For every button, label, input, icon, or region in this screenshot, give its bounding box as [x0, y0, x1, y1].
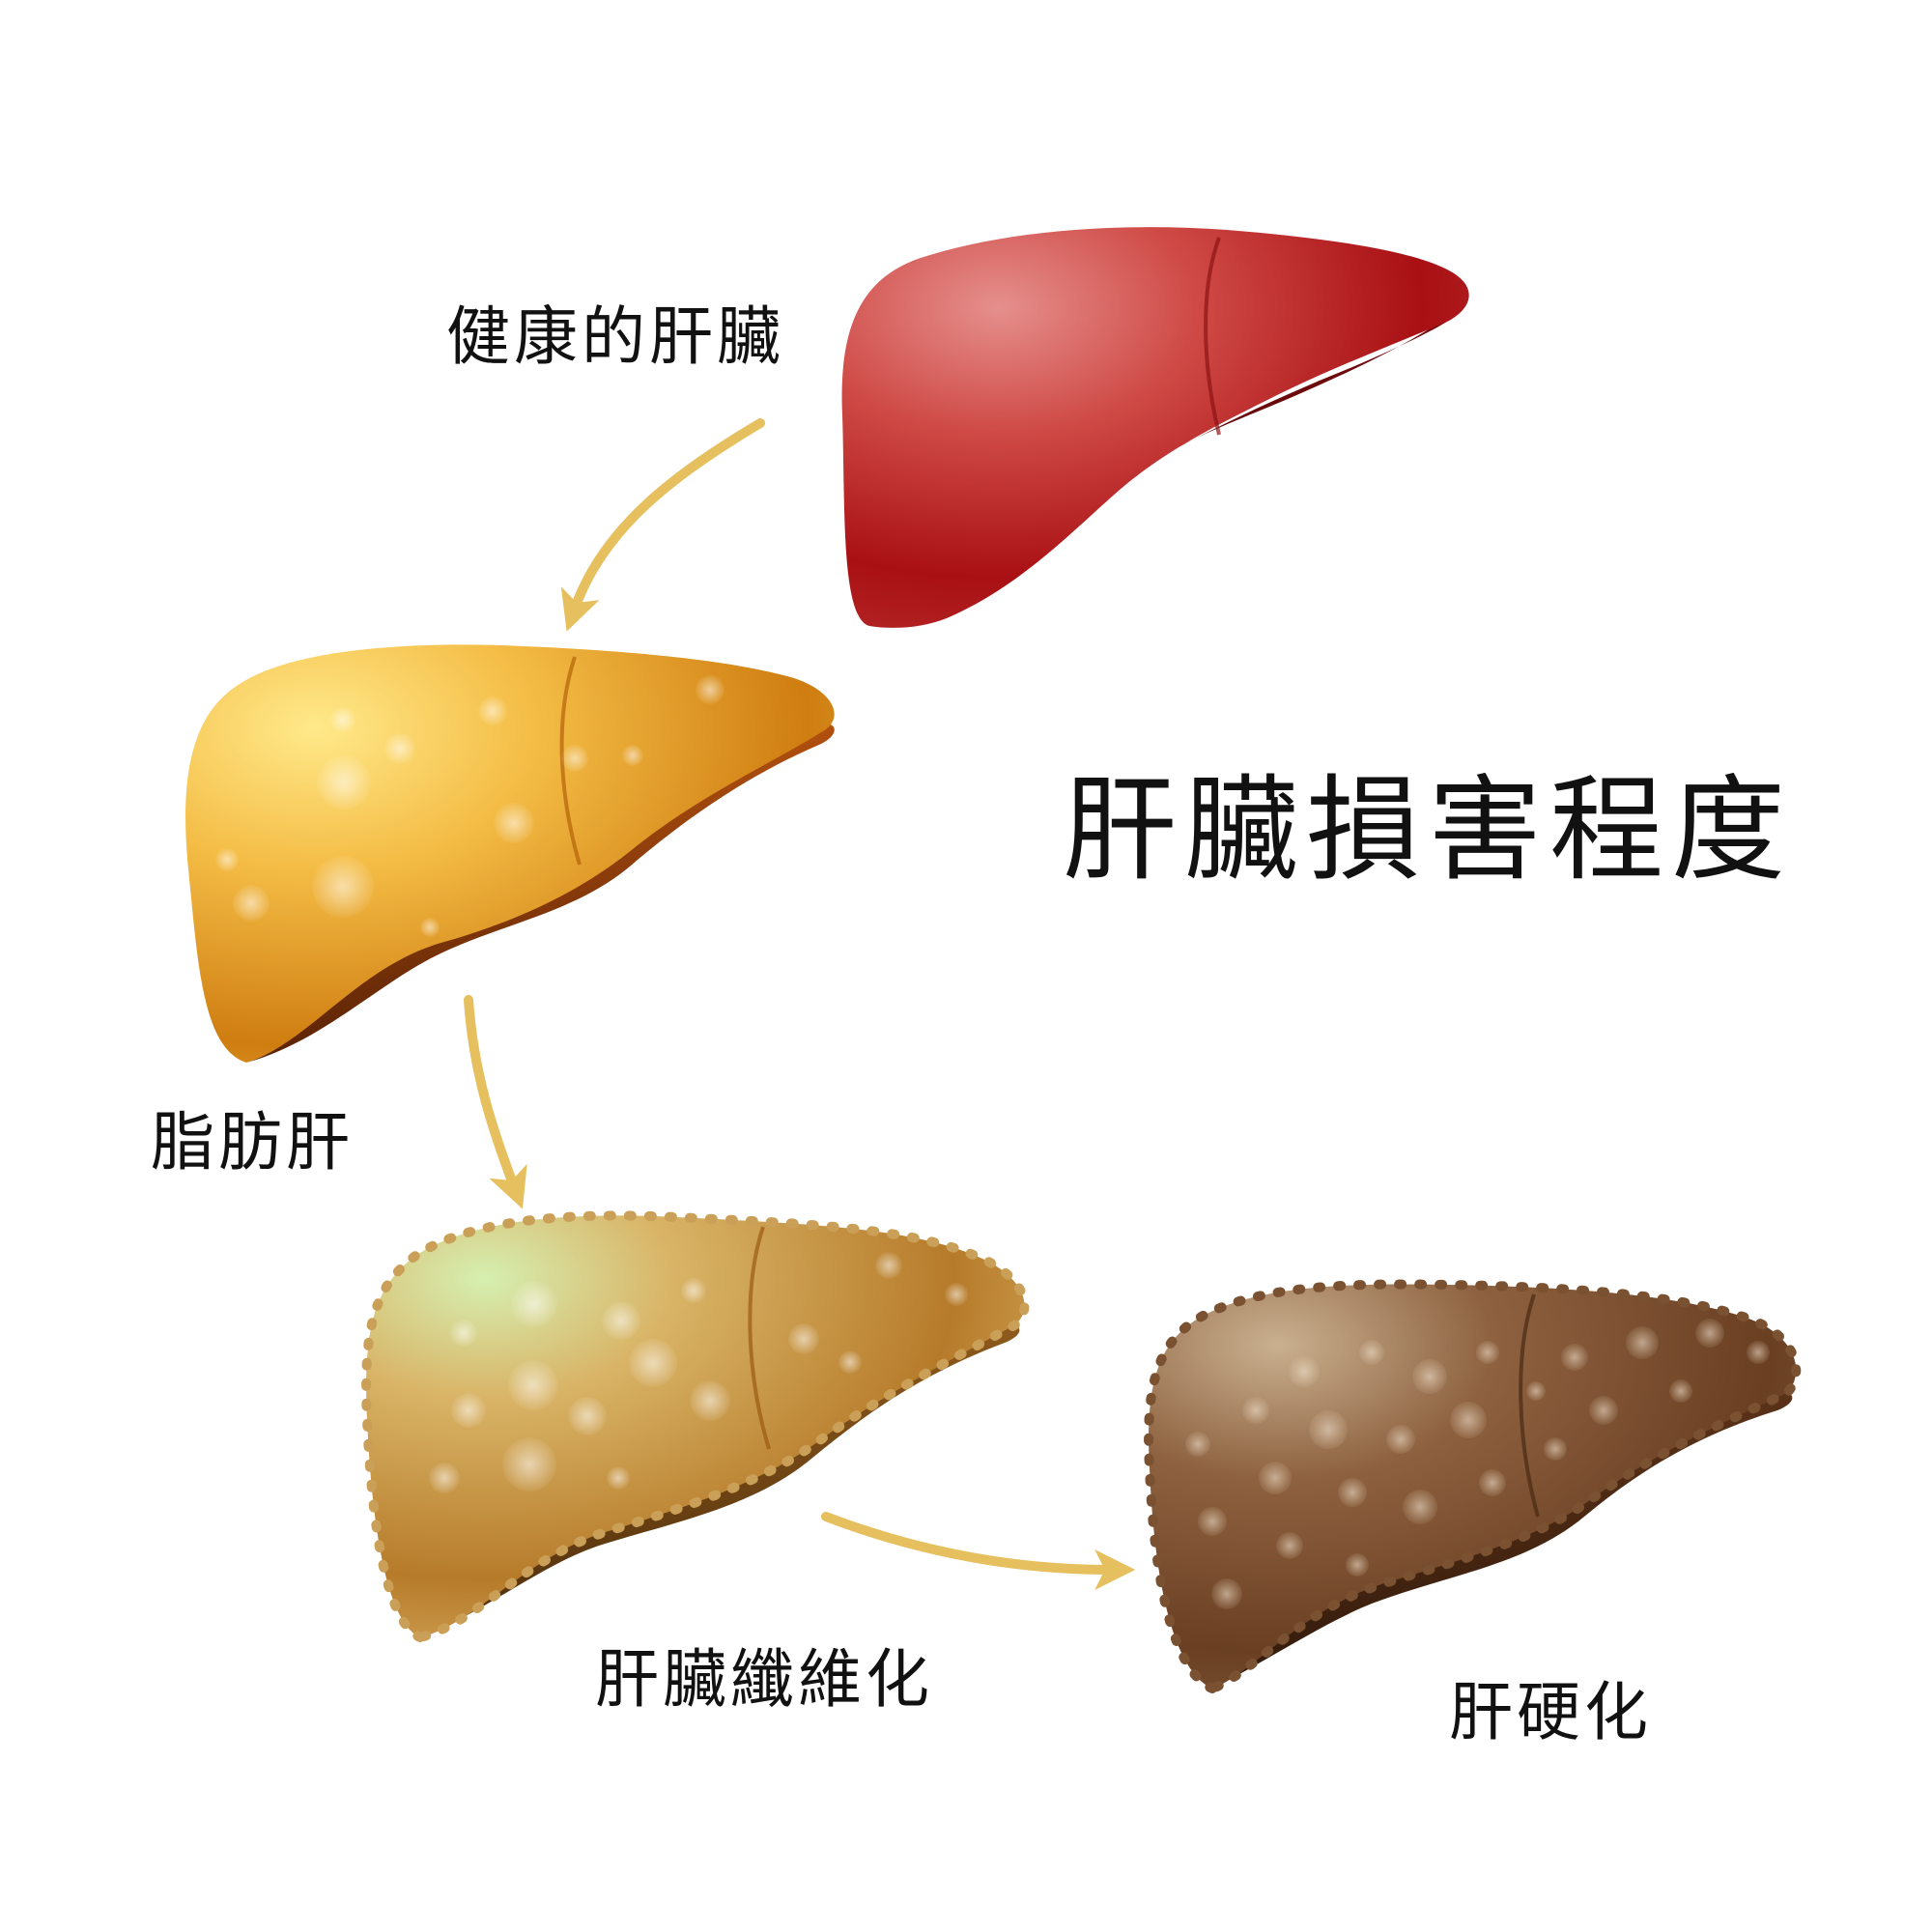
cirrhosis-liver-body: [1144, 1279, 1802, 1694]
healthy-liver-illustration: [841, 227, 1469, 628]
progression-arrows: [464, 418, 1136, 1590]
fatty-liver-illustration: [185, 644, 835, 1063]
stage-label-fibrosis: 肝臟纖維化: [595, 1642, 933, 1717]
arrow-healthy-to-fatty: [560, 418, 765, 632]
fatty-liver-spots: [215, 675, 724, 937]
arrow-fatty-to-fibrosis: [464, 995, 527, 1209]
cirrhosis-liver-fissure: [1519, 1293, 1540, 1518]
cirrhosis-liver-illustration: [1144, 1279, 1802, 1694]
stage-label-fatty: 脂肪肝: [151, 1105, 354, 1179]
stage-label-healthy: 健康的肝臟: [446, 299, 784, 374]
fibrosis-liver-fissure: [748, 1226, 771, 1450]
arrow-fibrosis-to-cirrhosis: [821, 1512, 1136, 1590]
healthy-liver-body: [841, 227, 1469, 628]
diagram-title: 肝臟損害程度: [1063, 763, 1794, 896]
fibrosis-liver-spots: [429, 1252, 968, 1493]
healthy-liver-fissure: [1204, 237, 1221, 436]
fatty-liver-body: [185, 644, 835, 1063]
cirrhosis-liver-spots: [1185, 1319, 1770, 1609]
stage-label-cirrhosis: 肝硬化: [1449, 1675, 1652, 1749]
fibrosis-liver-illustration: [361, 1210, 1030, 1643]
